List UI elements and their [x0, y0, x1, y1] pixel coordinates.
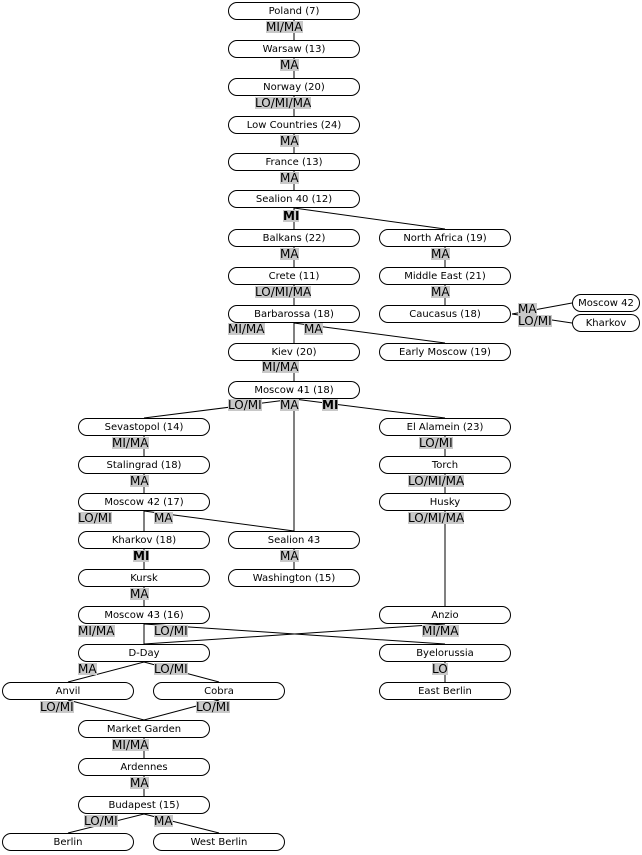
node-kharkov: Kharkov (18)	[78, 531, 210, 549]
tag-sealion43: MA	[280, 549, 299, 563]
edge-dday-anvil	[67, 661, 145, 683]
node-kiev: Kiev (20)	[228, 343, 360, 361]
node-warsaw: Warsaw (13)	[228, 40, 360, 58]
node-washington: Washington (15)	[228, 569, 360, 587]
tag-anvil: LO/MI	[40, 700, 74, 714]
edge-anzio-dday	[143, 623, 446, 645]
tag-dday-left: MA	[78, 662, 97, 676]
tag-middle-east: MA	[431, 285, 450, 299]
node-early-moscow: Early Moscow (19)	[379, 343, 511, 361]
node-norway: Norway (20)	[228, 78, 360, 96]
tag-barbarossa-left: MI/MA	[228, 322, 265, 336]
edge-sealion40-northafrica	[293, 207, 446, 230]
node-moscow42: Moscow 42 (17)	[78, 493, 210, 511]
node-sealion43: Sealion 43	[228, 531, 360, 549]
tag-moscow41-right: MI	[322, 398, 339, 412]
node-middle-east: Middle East (21)	[379, 267, 511, 285]
tag-kiev: MI/MA	[262, 360, 299, 374]
node-kursk: Kursk	[78, 569, 210, 587]
tag-dday-right: LO/MI	[154, 662, 188, 676]
tag-torch: LO/MI/MA	[408, 474, 465, 488]
node-anzio: Anzio	[379, 606, 511, 624]
node-market-garden: Market Garden	[78, 720, 210, 738]
tag-sealion40: MI	[283, 209, 300, 223]
tag-budapest-left: LO/MI	[84, 814, 118, 828]
node-anvil: Anvil	[2, 682, 134, 700]
tag-barbarossa-right: MA	[304, 322, 323, 336]
node-torch: Torch	[379, 456, 511, 474]
node-moscow41: Moscow 41 (18)	[228, 381, 360, 399]
node-berlin: Berlin	[2, 833, 134, 851]
node-ardennes: Ardennes	[78, 758, 210, 776]
node-west-berlin: West Berlin	[153, 833, 285, 851]
tag-balkans: MA	[280, 247, 299, 261]
node-husky: Husky	[379, 493, 511, 511]
node-sealion40: Sealion 40 (12)	[228, 190, 360, 208]
tag-byelorussia: LO	[432, 662, 448, 676]
node-sevastopol: Sevastopol (14)	[78, 418, 210, 436]
node-poland: Poland (7)	[228, 2, 360, 20]
edge-anvil-marketgarden	[67, 699, 145, 721]
node-caucasus: Caucasus (18)	[379, 305, 511, 323]
node-budapest: Budapest (15)	[78, 796, 210, 814]
tag-caucasus-bottom: LO/MI	[518, 314, 552, 328]
tag-moscow42-right: MA	[154, 511, 173, 525]
tag-budapest-right: MA	[154, 814, 173, 828]
edge-moscow41-sevastopol	[143, 398, 295, 419]
tag-moscow41-left: LO/MI	[228, 398, 262, 412]
tag-crete: LO/MI/MA	[255, 285, 312, 299]
tag-el-alamein: LO/MI	[419, 436, 453, 450]
node-crete: Crete (11)	[228, 267, 360, 285]
tag-cobra: LO/MI	[196, 700, 230, 714]
tag-poland: MI/MA	[266, 20, 303, 34]
node-east-berlin: East Berlin	[379, 682, 511, 700]
tag-husky: LO/MI/MA	[408, 511, 465, 525]
tag-moscow42-left: LO/MI	[78, 511, 112, 525]
node-byelorussia: Byelorussia	[379, 644, 511, 662]
tag-norway: LO/MI/MA	[255, 96, 312, 110]
node-balkans: Balkans (22)	[228, 229, 360, 247]
node-moscow43: Moscow 43 (16)	[78, 606, 210, 624]
tag-low-countries: MA	[280, 134, 299, 148]
tag-caucasus-top: MA	[518, 302, 537, 316]
tag-moscow43-right: LO/MI	[154, 624, 188, 638]
tag-stalingrad: MA	[130, 474, 149, 488]
tag-sevastopol: MI/MA	[112, 436, 149, 450]
node-cobra: Cobra	[153, 682, 285, 700]
tag-france: MA	[280, 171, 299, 185]
node-france: France (13)	[228, 153, 360, 171]
node-low-countries: Low Countries (24)	[228, 116, 360, 134]
node-barbarossa: Barbarossa (18)	[228, 305, 360, 323]
tag-market-garden: MI/MA	[112, 738, 149, 752]
node-el-alamein: El Alamein (23)	[379, 418, 511, 436]
tag-moscow43-left: MI/MA	[78, 624, 115, 638]
tag-north-africa: MA	[431, 247, 450, 261]
node-kharkov-small: Kharkov	[572, 314, 640, 332]
edge-moscow41-elalamein	[293, 398, 446, 419]
tag-kharkov: MI	[133, 549, 150, 563]
node-north-africa: North Africa (19)	[379, 229, 511, 247]
node-moscow42-small: Moscow 42	[572, 294, 640, 312]
node-dday: D-Day	[78, 644, 210, 662]
tag-kursk: MA	[130, 587, 149, 601]
tag-warsaw: MA	[280, 58, 299, 72]
tag-moscow41-mid: MA	[280, 398, 299, 412]
node-stalingrad: Stalingrad (18)	[78, 456, 210, 474]
tag-ardennes: MA	[130, 776, 149, 790]
tag-anzio: MI/MA	[422, 624, 459, 638]
